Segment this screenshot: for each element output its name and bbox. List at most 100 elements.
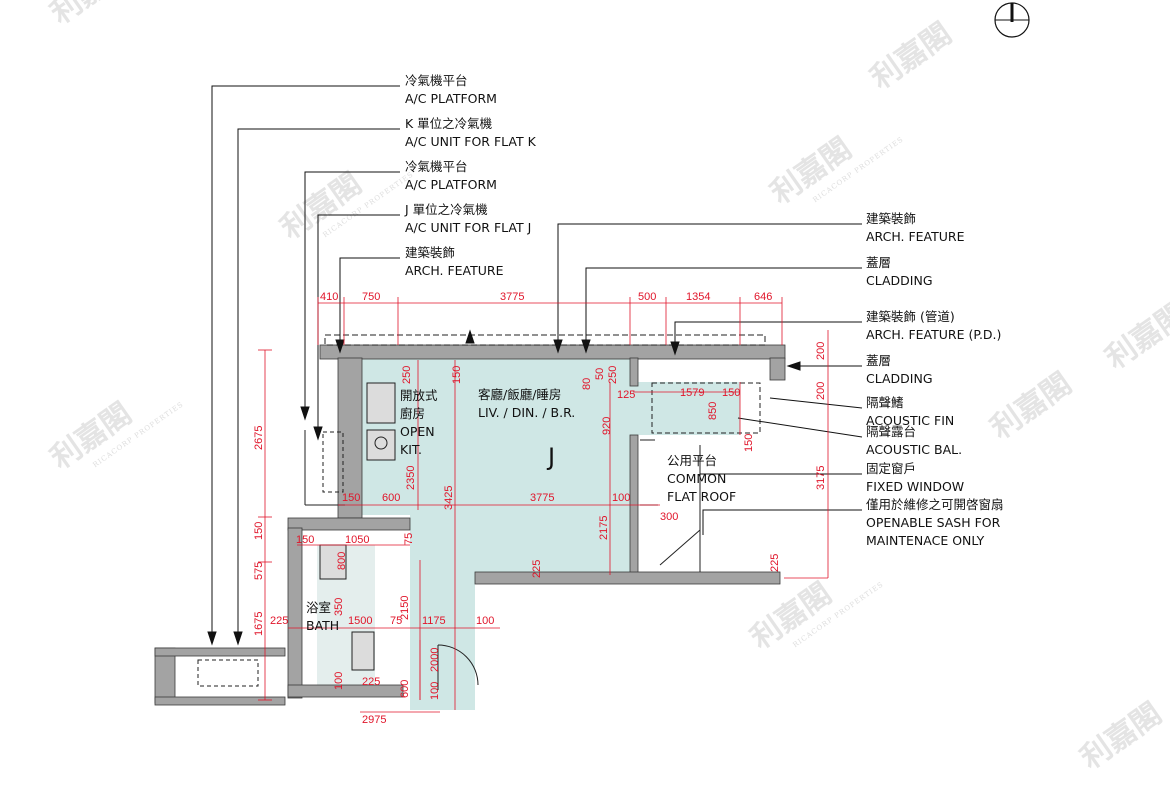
callout-left-line: J 單位之冷氣機	[404, 202, 488, 217]
dimension-label: 750	[362, 291, 380, 303]
dimension-label: 850	[707, 402, 719, 420]
callout-right-line: ARCH. FEATURE	[866, 229, 965, 244]
watermark: 利嘉閣	[1075, 696, 1169, 776]
north-arrow-icon	[994, 2, 1030, 38]
dimension-label: 600	[382, 492, 400, 504]
flat-letter: J	[546, 443, 555, 471]
callout-right-line: CLADDING	[866, 273, 933, 288]
callout-left-line: K 單位之冷氣機	[405, 116, 493, 131]
callout-right-line: CLADDING	[866, 371, 933, 386]
callout-right-line: 建築裝飾	[866, 211, 916, 226]
dimension-label: 3425	[443, 486, 455, 510]
dimension-label: 225	[362, 676, 380, 688]
dimension-label: 646	[754, 291, 772, 303]
dimension-label: 225	[531, 560, 543, 578]
dimension-label: 100	[612, 492, 630, 504]
dimension-label: 1675	[253, 612, 265, 636]
dimension-label: 100	[333, 672, 345, 690]
dimension-label: 150	[451, 366, 463, 384]
watermark: 利嘉閣	[865, 16, 959, 96]
callout-left-line: A/C UNIT FOR FLAT J	[405, 220, 531, 235]
dimension-label: 350	[333, 598, 345, 616]
callout-right-line: ACOUSTIC FIN	[866, 413, 954, 428]
callout-right-line: ACOUSTIC BAL.	[866, 442, 962, 457]
room-label-living: LIV. / DIN. / B.R.	[478, 405, 575, 420]
callout-right-line: 隔聲鰭	[866, 395, 904, 410]
room-label-bath: 浴室	[306, 600, 331, 615]
dimension-label: 150	[296, 534, 314, 546]
room-label-common_roof: 公用平台	[667, 453, 717, 468]
dimension-label: 2175	[598, 516, 610, 540]
dimension-label: 800	[336, 552, 348, 570]
callout-right-line: 建築裝飾 (管道)	[866, 309, 955, 324]
dimension-label: 200	[815, 342, 827, 360]
callouts-right: 建築裝飾 ARCH. FEATURE 蓋層 CLADDING 建築裝飾 (管道) ARCH…	[866, 211, 1004, 548]
callout-right-line: ARCH. FEATURE (P.D.)	[866, 327, 1001, 342]
walls	[154, 344, 786, 706]
room-label-kitchen: KIT.	[400, 442, 422, 457]
callout-right-line: 蓋層	[866, 353, 891, 368]
callout-left-line: 冷氣機平台	[405, 73, 468, 88]
dimension-label: 500	[638, 291, 656, 303]
dimension-label: 575	[253, 562, 265, 580]
dimension-label: 2675	[253, 426, 265, 450]
room-label-living: 客廳/飯廳/睡房	[478, 387, 561, 402]
dimension-label: 250	[401, 366, 413, 384]
callout-leaders-left	[207, 85, 400, 646]
dimension-label: 1175	[422, 615, 446, 627]
callout-right-line: FIXED WINDOW	[866, 479, 964, 494]
callout-right-line: 僅用於維修之可開啓窗扇	[866, 497, 1004, 512]
watermark: 利嘉閣	[1100, 296, 1170, 376]
room-label-kitchen: OPEN	[400, 424, 435, 439]
dimension-label: 920	[601, 417, 613, 435]
room-label-kitchen: 廚房	[400, 406, 425, 421]
callout-right-line: 隔聲露台	[866, 424, 916, 439]
dimension-label: 2975	[362, 714, 386, 726]
dimension-label: 150	[743, 434, 755, 452]
room-label-common_roof: FLAT ROOF	[667, 489, 736, 504]
callouts-left: 冷氣機平台 A/C PLATFORM K 單位之冷氣機 A/C UNIT FOR FL…	[404, 73, 537, 278]
dimension-label: 75	[390, 615, 402, 627]
watermark: 利嘉閣	[985, 366, 1079, 446]
dimension-label: 2350	[405, 466, 417, 490]
dimension-label: 250	[607, 366, 619, 384]
callout-right-line: OPENABLE SASH FOR	[866, 515, 1001, 530]
dimension-label: 2150	[399, 596, 411, 620]
callout-left-line: 建築裝飾	[405, 245, 455, 260]
watermark: 利嘉閣	[745, 576, 839, 656]
watermark: 利嘉閣	[45, 396, 139, 476]
callout-left-line: 冷氣機平台	[405, 159, 468, 174]
dimension-label: 1500	[348, 615, 372, 627]
dimension-label: 150	[342, 492, 360, 504]
dimension-label: 50	[594, 368, 606, 380]
callout-left-line: A/C PLATFORM	[405, 177, 497, 192]
dimension-label: 1050	[345, 534, 369, 546]
dimension-lines	[258, 297, 829, 713]
dimension-label: 2000	[429, 648, 441, 672]
callout-left-line: A/C PLATFORM	[405, 91, 497, 106]
dimension-label: 225	[769, 554, 781, 572]
callout-right-line: 固定窗戶	[866, 461, 916, 476]
dimension-label: 150	[253, 522, 265, 540]
watermark: 利嘉閣	[765, 131, 859, 211]
dimension-label: 200	[815, 382, 827, 400]
room-label-kitchen: 開放式	[400, 388, 438, 403]
callout-left-line: A/C UNIT FOR FLAT K	[405, 134, 537, 149]
watermark: 利嘉閣	[45, 0, 139, 32]
dimension-label: 125	[617, 389, 635, 401]
dimension-label: 75	[403, 533, 415, 545]
dimension-label: 1579	[680, 387, 704, 399]
dimension-label: 150	[722, 387, 740, 399]
callout-right-line: 蓋層	[866, 255, 891, 270]
fixtures	[197, 334, 766, 690]
dimension-label: 3175	[815, 466, 827, 490]
dimension-label: 225	[270, 615, 288, 627]
dimension-label: 300	[660, 511, 678, 523]
dimension-label: 100	[476, 615, 494, 627]
room-label-common_roof: COMMON	[667, 471, 726, 486]
callout-left-line: ARCH. FEATURE	[405, 263, 504, 278]
